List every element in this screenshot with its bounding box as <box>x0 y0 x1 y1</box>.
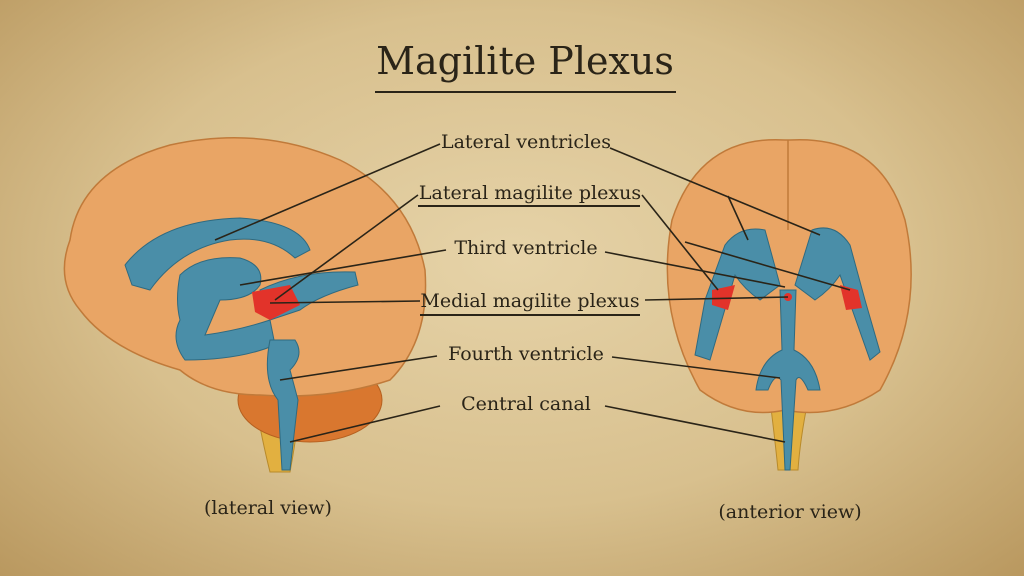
leader-lines <box>214 143 851 443</box>
label-third-ventricle: Third ventricle <box>454 237 597 259</box>
third-fourth-ventricle <box>755 289 821 471</box>
label-central-canal: Central canal <box>461 393 591 415</box>
label-lateral-plexus: Lateral magilite plexus <box>419 182 641 204</box>
right-lateral-ventricle <box>794 227 881 361</box>
left-lateral-ventricle <box>694 228 781 361</box>
label-medial-plexus: Medial magilite plexus <box>420 290 639 312</box>
lateral-view-caption: (lateral view) <box>204 497 332 519</box>
plexus-left <box>712 285 735 310</box>
fourth-ventricle <box>266 339 300 471</box>
plexus-right <box>840 285 862 310</box>
anterior-brain <box>666 139 912 471</box>
label-fourth-ventricle: Fourth ventricle <box>448 343 604 365</box>
lateral-brain <box>63 136 427 473</box>
anterior-view-caption: (anterior view) <box>718 501 861 523</box>
title: Magilite Plexus <box>376 39 674 83</box>
lateral-ventricle <box>124 217 311 291</box>
label-lateral-ventricles: Lateral ventricles <box>441 131 611 153</box>
